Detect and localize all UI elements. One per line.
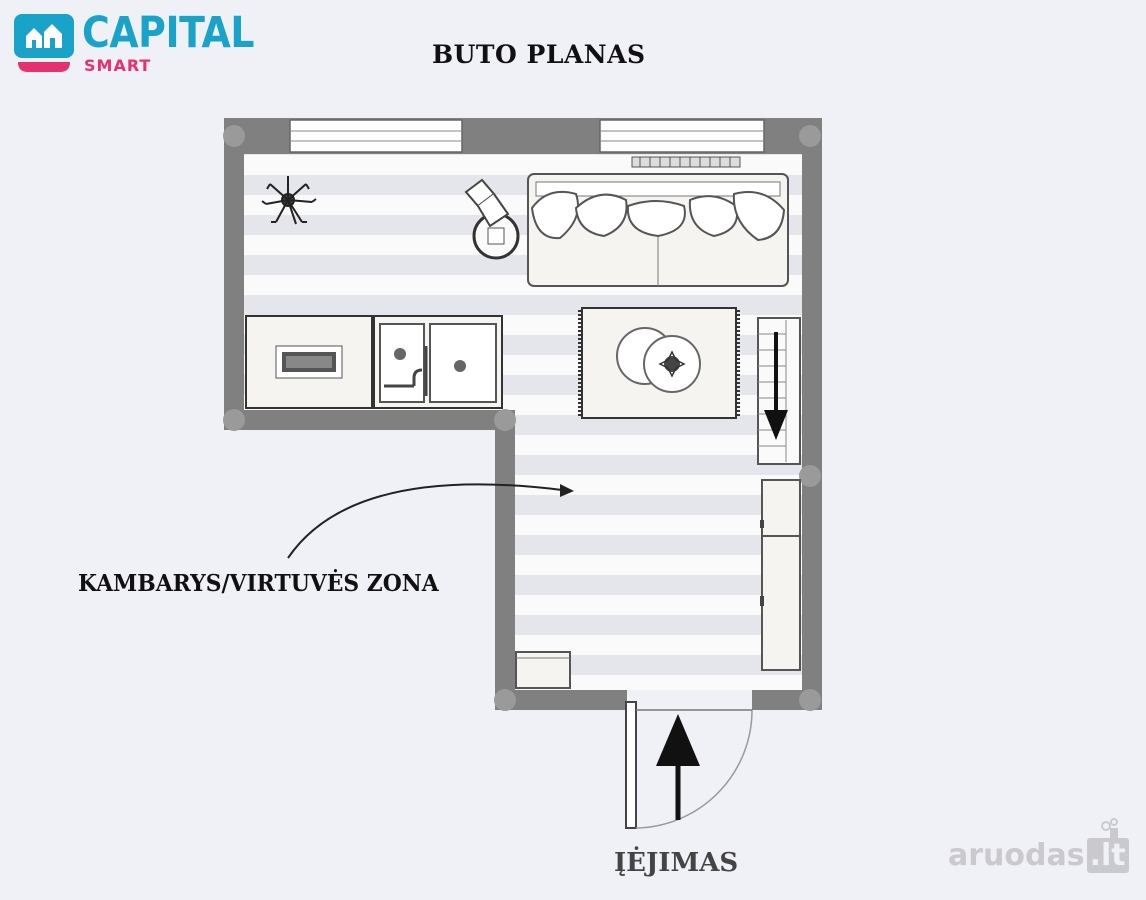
- watermark-name: aruodas: [948, 838, 1085, 873]
- arrow-up-icon: [656, 714, 700, 820]
- room-pointer: [287, 483, 574, 559]
- window-left: [289, 119, 463, 153]
- radiator: [631, 156, 741, 168]
- rug-and-coffee-table: [578, 307, 740, 419]
- plant-icon: [261, 176, 317, 225]
- brand-tagline: SMART: [84, 56, 152, 75]
- kitchen-counter: [245, 315, 373, 409]
- watermark-tld: .lt: [1086, 838, 1129, 873]
- entrance-door: [625, 701, 753, 829]
- chair-and-table: [464, 178, 520, 260]
- house-icon: [14, 14, 74, 72]
- page-title: BUTO PLANAS: [432, 40, 646, 69]
- window-right: [599, 119, 765, 153]
- shoe-cabinet: [515, 651, 571, 689]
- watermark: aruodas.lt: [948, 838, 1129, 873]
- staircase: [757, 317, 801, 465]
- kitchen-sink: [373, 315, 503, 409]
- entrance-label: ĮĖJIMAS: [614, 848, 739, 878]
- wardrobe: [760, 479, 801, 671]
- brand-name: CAPITAL: [82, 8, 255, 58]
- brand-logo: CAPITAL SMART: [14, 8, 274, 78]
- chimney-icon: [1101, 818, 1118, 844]
- sofa: [527, 173, 789, 287]
- room-label: KAMBARYS/VIRTUVĖS ZONA: [78, 570, 439, 597]
- arrow-down-icon: [764, 332, 788, 440]
